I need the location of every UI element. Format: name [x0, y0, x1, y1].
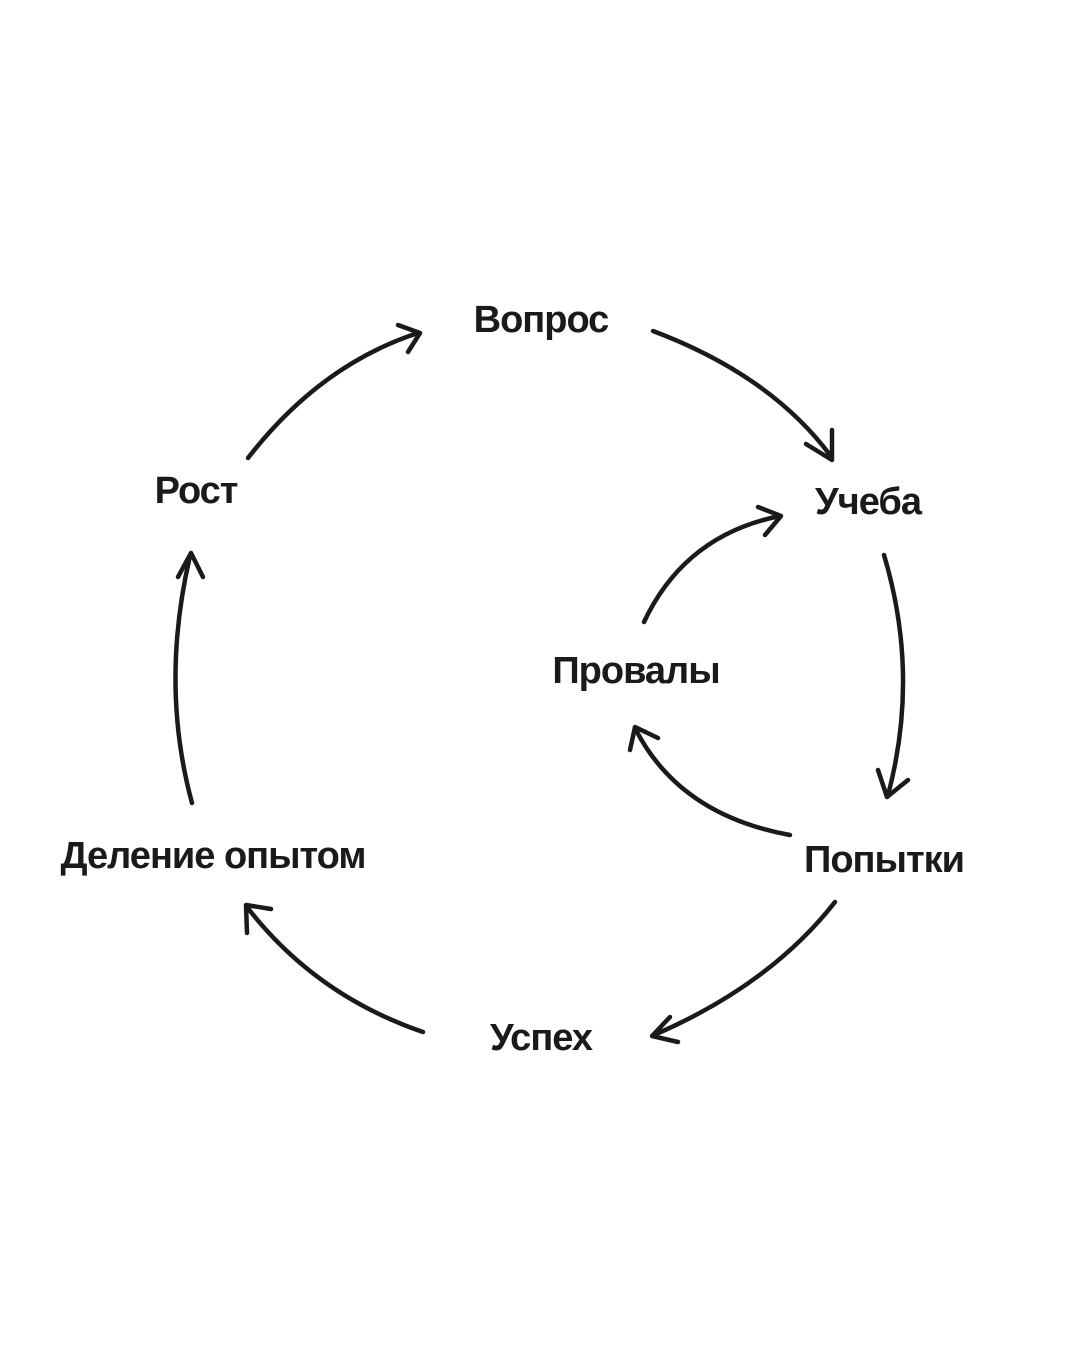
node-failures: Провалы — [552, 650, 719, 692]
arrow-sharing-to-growth — [173, 550, 206, 806]
arrow-success-to-sharing — [243, 902, 426, 1035]
node-attempts: Попытки — [804, 839, 964, 881]
node-question: Вопрос — [474, 299, 610, 341]
node-success: Успех — [490, 1017, 593, 1059]
node-sharing: Деление опытом — [61, 835, 366, 877]
arrow-study-to-attempts — [875, 552, 911, 800]
arrow-failures-to-study — [641, 504, 784, 625]
arrow-attempts-to-success — [649, 899, 838, 1045]
arrow-attempts-to-failures — [627, 724, 793, 838]
arrow-growth-to-question — [245, 322, 423, 461]
node-growth: Рост — [155, 470, 238, 512]
arrow-question-to-study — [650, 328, 835, 463]
node-study: Учеба — [815, 481, 923, 523]
